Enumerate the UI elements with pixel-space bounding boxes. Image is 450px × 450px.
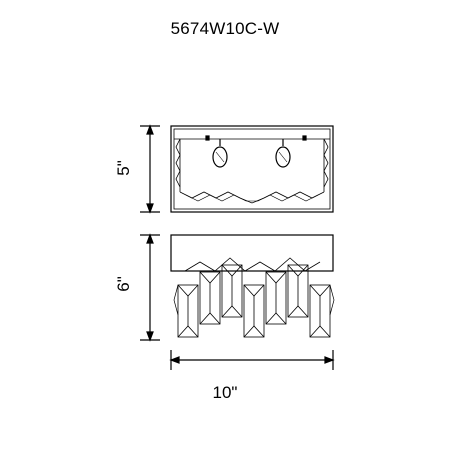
bulb-right [275, 139, 291, 168]
dimension-line-5in [140, 124, 160, 214]
bulb-left [212, 139, 228, 168]
dimension-label-width: 10" [212, 383, 238, 402]
dimension-line-6in [140, 233, 160, 342]
top-view-fixture [170, 125, 334, 213]
dimension-label-height-front: 6" [114, 276, 133, 292]
dimension-line-10in [169, 350, 335, 370]
dimension-label-height-top: 5" [114, 160, 133, 176]
front-view-fixture [170, 234, 335, 338]
model-number-title: 5674W10C-W [170, 19, 280, 38]
